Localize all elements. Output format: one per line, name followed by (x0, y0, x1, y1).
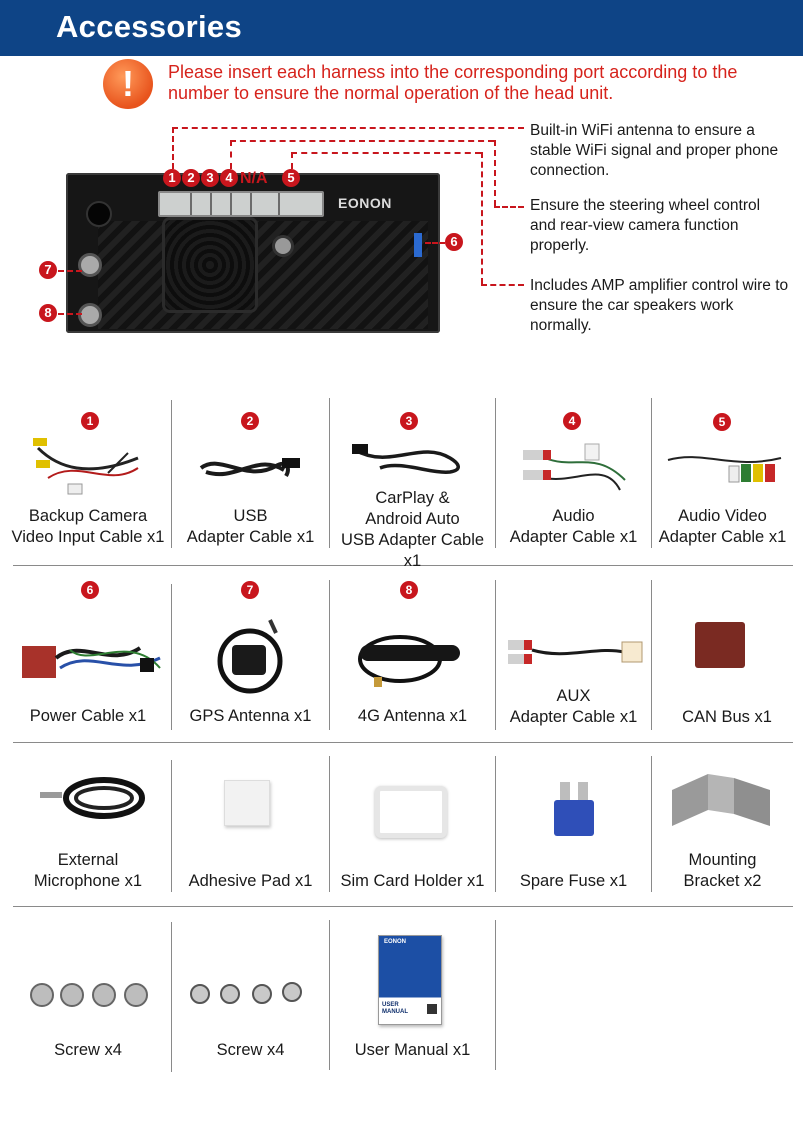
item-number: 1 (81, 412, 99, 430)
item-number: 8 (400, 581, 418, 599)
callout-steering: Ensure the steering wheel control and re… (530, 197, 761, 254)
callout-amp: Includes AMP amplifier control wire to e… (530, 277, 789, 334)
item-number: 5 (713, 413, 731, 431)
gps-antenna-image (217, 619, 283, 694)
head-unit-rear-panel: EONON (66, 173, 440, 333)
page-title: Accessories (56, 9, 242, 44)
leader-line-6 (425, 242, 445, 244)
backup-camera-cable-image (33, 438, 139, 495)
item-label: Screw x4 (54, 1041, 122, 1059)
port-number-4: 4 (220, 169, 238, 187)
item-number: 4 (563, 412, 581, 430)
item-number: 3 (400, 412, 418, 430)
port-hole (86, 201, 112, 227)
callout-line-2 (230, 140, 494, 142)
screw-set-image (30, 983, 148, 1007)
item-label: GPS Antenna x1 (189, 707, 312, 725)
row-divider (13, 742, 793, 743)
blue-connector (414, 233, 422, 257)
callout-wifi: Built-in WiFi antenna to ensure a stable… (530, 122, 779, 179)
item-label: Power Cable x1 (29, 707, 147, 725)
leader-line-8 (58, 313, 82, 315)
port-number-7: 7 (39, 261, 57, 279)
port-number-6: 6 (445, 233, 463, 251)
na-label: N/A (240, 170, 268, 187)
item-label: 4G Antenna x1 (357, 707, 468, 725)
item-label: Adhesive Pad x1 (188, 872, 313, 890)
item-label: Sim Card Holder x1 (340, 872, 485, 890)
callout-line-1 (172, 127, 524, 129)
lte-port (78, 303, 102, 327)
audio-cable-image (523, 443, 626, 491)
gps-port (78, 253, 102, 277)
port-number-5: 5 (282, 169, 300, 187)
harness-connector-block (158, 191, 324, 217)
screw-set-image (190, 982, 302, 1004)
microphone-image (40, 777, 145, 819)
aux-cable-image (508, 640, 643, 664)
port-number-2: 2 (182, 169, 200, 187)
port-number-3: 3 (201, 169, 219, 187)
heatsink-pattern (98, 221, 428, 329)
can-bus-image (695, 622, 745, 668)
usb-cable-image (199, 458, 300, 478)
item-label: User Manual x1 (354, 1041, 471, 1059)
port-number-1: 1 (163, 169, 181, 187)
port-number-8: 8 (39, 304, 57, 322)
item-label: Screw x4 (216, 1041, 285, 1059)
exclamation-icon: ! (103, 59, 153, 109)
radio-antenna-socket (272, 235, 294, 257)
item-label: Spare Fuse x1 (519, 872, 628, 890)
4g-antenna-image (358, 635, 460, 687)
audio-video-cable-image (667, 456, 782, 483)
leader-line-7 (58, 270, 82, 272)
row-divider (13, 906, 793, 907)
item-number: 2 (241, 412, 259, 430)
item-label: CAN Bus x1 (682, 708, 772, 726)
mounting-bracket-image (672, 774, 770, 826)
fan-grille (162, 217, 258, 313)
item-number: 7 (241, 581, 259, 599)
item-number: 6 (81, 581, 99, 599)
brand-logo: EONON (338, 195, 392, 211)
spare-fuse-image (554, 782, 594, 836)
sim-card-holder-image (375, 786, 447, 838)
row-divider (13, 565, 793, 566)
callout-line-3 (291, 152, 481, 154)
header-bar: Accessories (0, 0, 803, 56)
carplay-usb-cable-image (352, 444, 460, 474)
adhesive-pad-image (224, 780, 270, 826)
warning-text: Please insert each harness into the corr… (168, 62, 738, 103)
power-cable-image (22, 646, 161, 678)
